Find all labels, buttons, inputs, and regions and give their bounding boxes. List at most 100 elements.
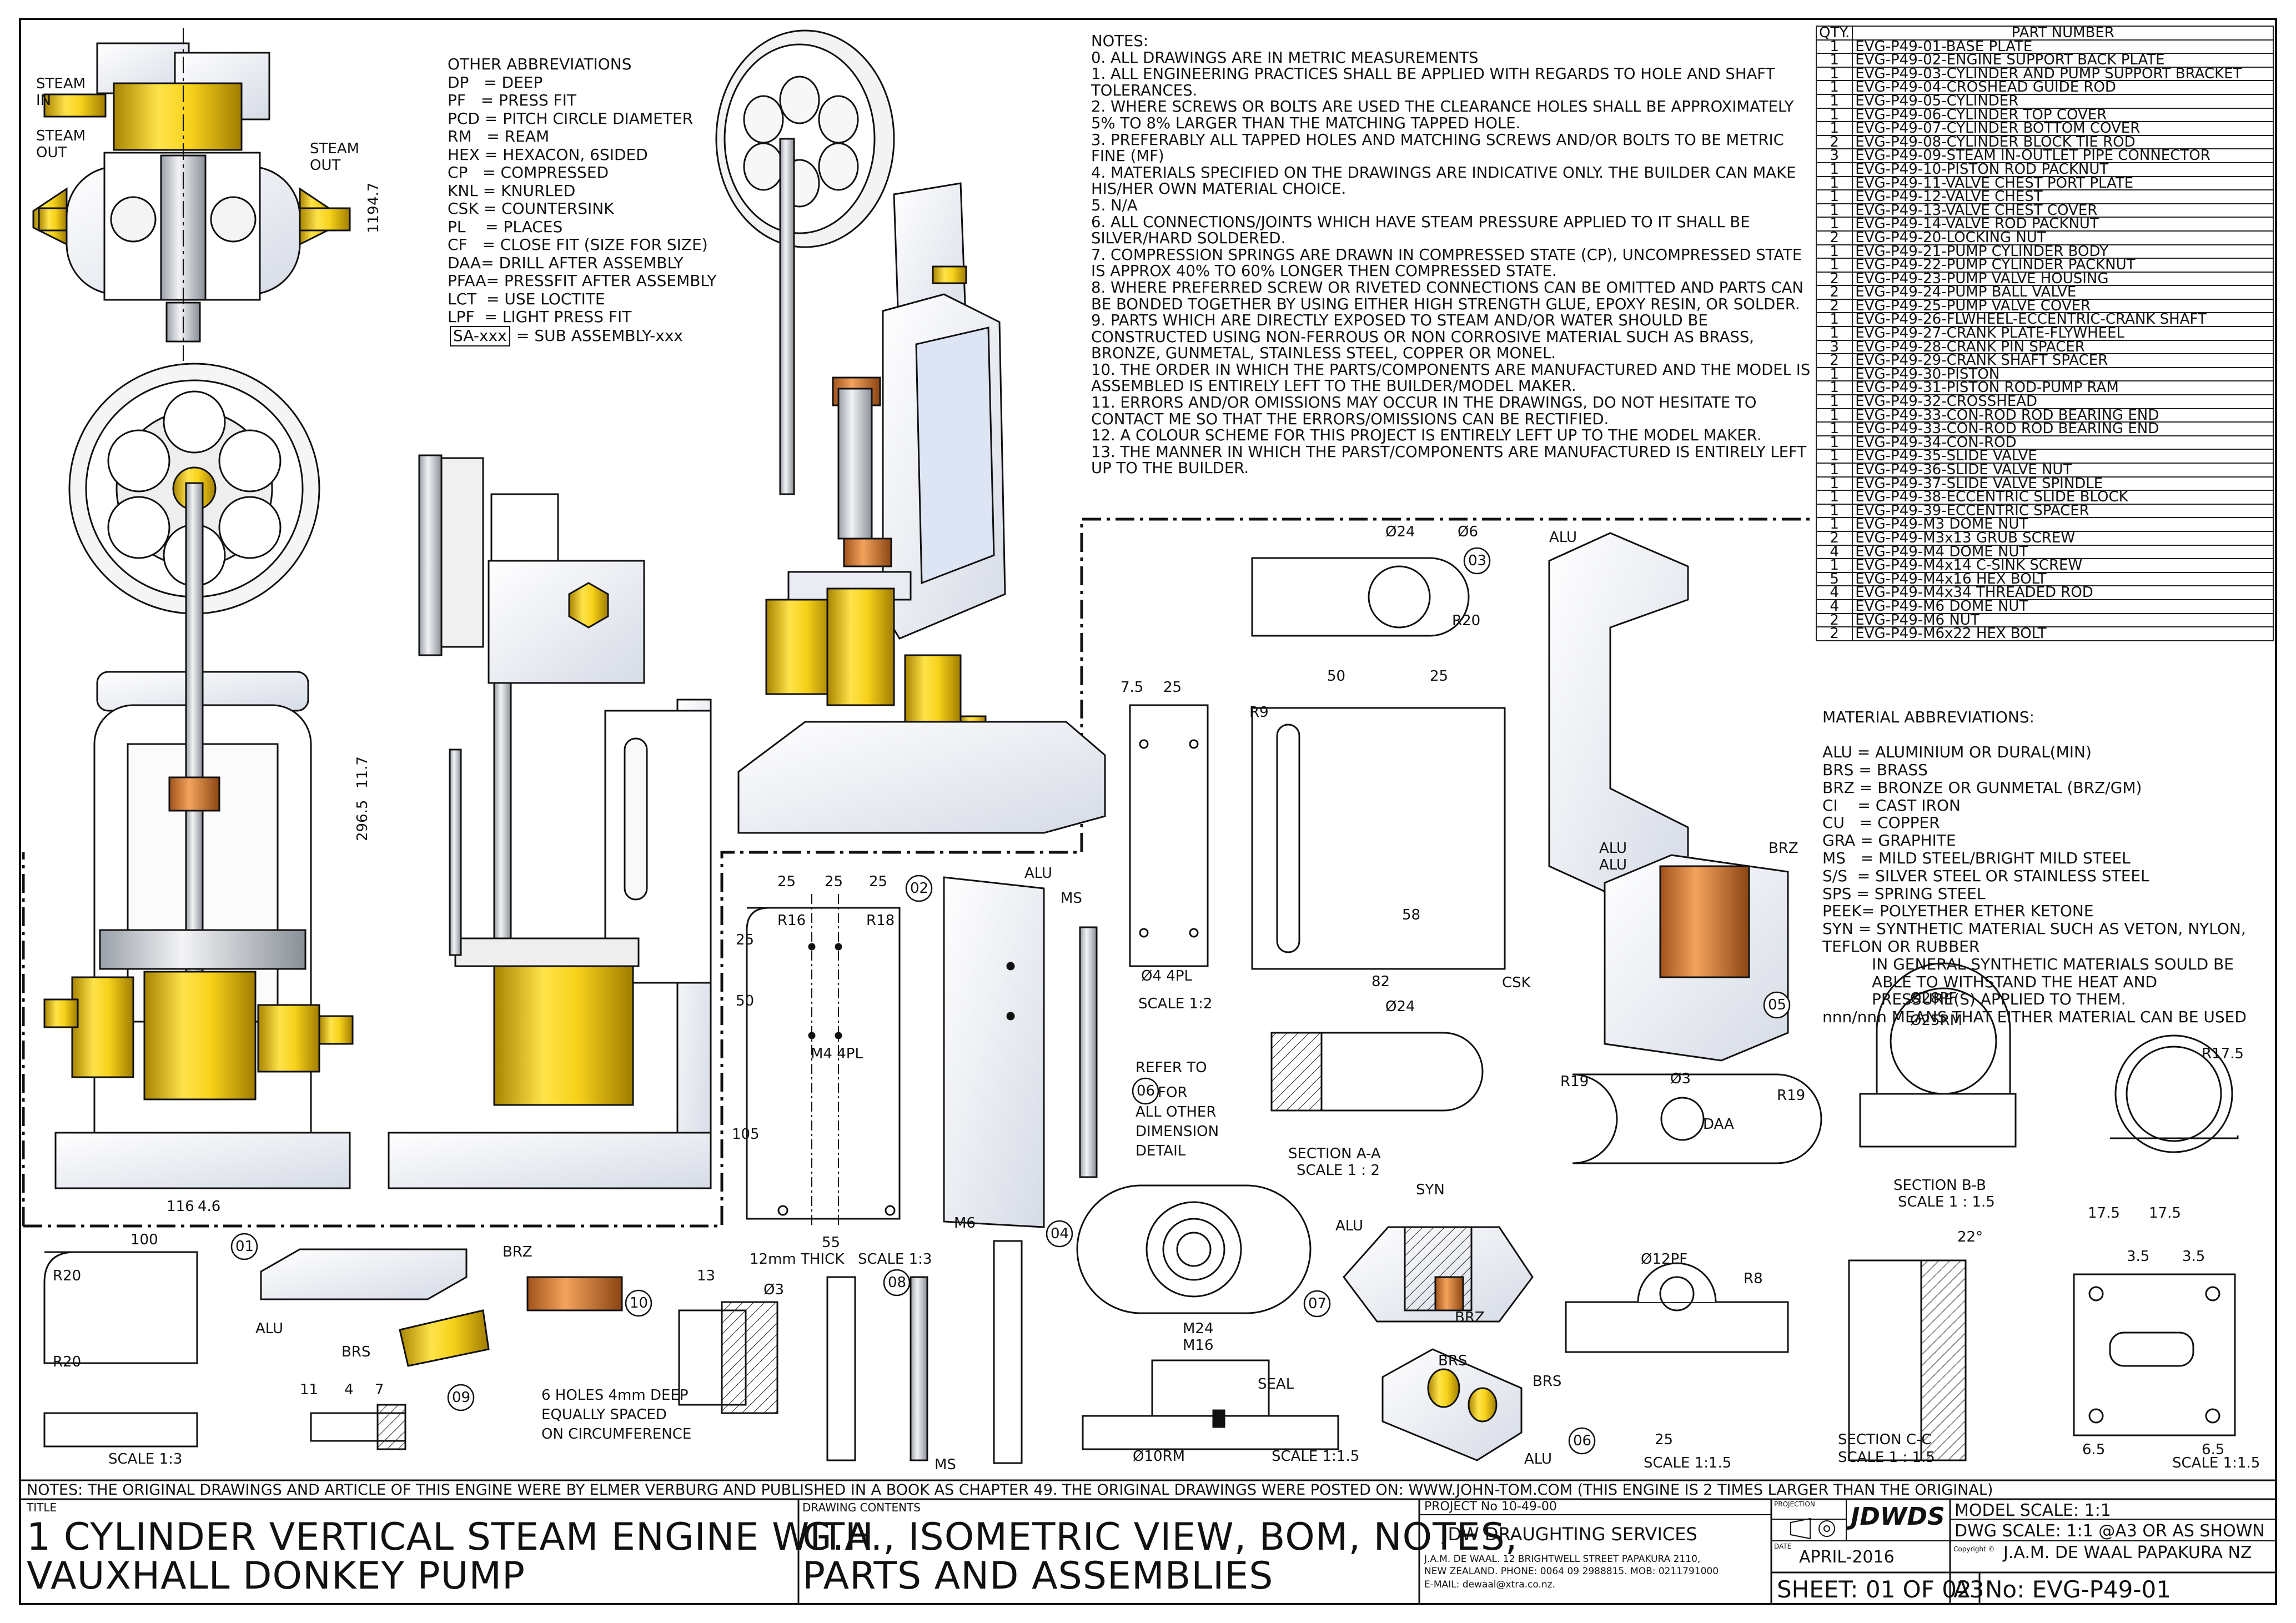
scale-label: SCALE 1:1.5 (1272, 1448, 1360, 1465)
section-aa-scale: SCALE 1 : 2 (1297, 1162, 1380, 1179)
dim-11-7: 11.7 (354, 756, 371, 788)
title-line-1: 1 CYLINDER VERTICAL STEAM ENGINE WITH (27, 1515, 875, 1559)
material-callout: ALU (255, 1320, 284, 1337)
dim-label: 25 (1430, 668, 1449, 685)
material-callout: ALU (1549, 529, 1577, 546)
steam-out-left-label-2: OUT (36, 144, 67, 161)
bom-part-number: EVG-P49-25-PUMP VALVE COVER (1852, 298, 2274, 314)
balloon-01: 01 (235, 1238, 254, 1255)
bom-part-number: EVG-P49-11-VALVE CHEST PORT PLATE (1852, 175, 2274, 191)
dim-label: 105 (732, 1126, 760, 1143)
sheet-number: SHEET: 01 OF 02 (1777, 1576, 1972, 1603)
general-notes: NOTES: 0. ALL DRAWINGS ARE IN METRIC MEA… (1091, 33, 1816, 477)
steam-in-label-2: IN (36, 92, 52, 109)
bom-part-number: EVG-P49-26-FLWHEEL-ECCENTRIC-CRANK SHAFT (1852, 312, 2274, 328)
parts-04-08-10 (678, 1240, 1023, 1464)
dim-label: 7.5 (1121, 679, 1144, 696)
dim-label: 50 (736, 993, 755, 1009)
dim-label: R20 (53, 1268, 82, 1284)
note-item: 12. A COLOUR SCHEME FOR THIS PROJECT IS … (1091, 426, 1762, 445)
material-callout: ALU (1024, 865, 1053, 882)
material-abbreviation-line: CU = COPPER (1822, 813, 1940, 832)
abbreviation-line: KNL = KNURLED (448, 182, 576, 200)
abbreviation-line: DAA= DRILL AFTER ASSEMBLY (448, 254, 684, 272)
note-item: 6. ALL CONNECTIONS/JOINTS WHICH HAVE STE… (1091, 213, 1750, 248)
scale-label: SCALE 1:2 (1138, 996, 1213, 1012)
bom-qty: 1 (1815, 203, 1853, 218)
dim-116: 116 (167, 1198, 194, 1215)
bom-qty: 1 (1815, 394, 1853, 409)
dim-label: 25 (825, 873, 843, 890)
note-item: 2. WHERE SCREWS OR BOLTS ARE USED THE CL… (1091, 98, 1794, 132)
balloon-05: 05 (1768, 997, 1787, 1013)
material-callout: ALU (1524, 1451, 1553, 1468)
iso-assembly (715, 29, 1106, 834)
bom-qty: 2 (1815, 230, 1853, 245)
dim-label: Ø28PF (1910, 990, 1957, 1007)
balloon-06-ref: 06 (1137, 1083, 1155, 1099)
dim-label: 25 (736, 932, 755, 948)
material-abbreviation-line: IN GENERAL SYNTHETIC MATERIALS SOULD BE (1822, 954, 2234, 973)
bom-part-number: EVG-P49-35-SLIDE VALVE (1852, 449, 2274, 464)
bom-part-number: EVG-P49-27-CRANK PLATE-FLYWHEEL (1852, 326, 2274, 341)
dim-label: R20 (53, 1354, 82, 1370)
bom-part-number: EVG-P49-32-CROSSHEAD (1852, 394, 2274, 409)
dim-4-7: 4.7 (365, 182, 382, 205)
bom-part-number: EVG-P49-34-CON-ROD (1852, 435, 2274, 450)
refer-label-1: REFER TO (1136, 1059, 1207, 1076)
dim-label: Ø24 (1385, 998, 1415, 1015)
project-number: PROJECT No 10-49-00 (1424, 1500, 1557, 1514)
date-label: DATE (1774, 1542, 1792, 1550)
dim-label: 3.5 (2127, 1248, 2150, 1265)
jdwds-logo: JDWDS (1851, 1503, 1945, 1531)
dim-label: M24 (1183, 1320, 1214, 1337)
company-address-2: NEW ZEALAND. PHONE: 0064 09 2988815. MOB… (1424, 1566, 1719, 1577)
bom-part-number: EVG-P49-29-CRANK SHAFT SPACER (1852, 353, 2274, 368)
dim-296-5: 296.5 (354, 800, 371, 841)
note-item: 4. MATERIALS SPECIFIED ON THE DRAWINGS A… (1091, 163, 1796, 198)
scale-label: SCALE 1:1.5 (1644, 1455, 1732, 1471)
note-item: 0. ALL DRAWINGS ARE IN METRIC MEASUREMEN… (1091, 48, 1479, 67)
drawing-date: APRIL-2016 (1799, 1547, 1895, 1567)
bom-qty: 1 (1815, 121, 1853, 136)
dim-label: R16 (777, 912, 806, 929)
bom-part-number: EVG-P49-M6x22 HEX BOLT (1852, 626, 2274, 641)
note-item: 1. ALL ENGINEERING PRACTICES SHALL BE AP… (1091, 65, 1775, 99)
bom-qty: 1 (1815, 162, 1853, 177)
dim-label: Ø10RM (1133, 1448, 1185, 1465)
material-abbreviation-line: SPS = SPRING STEEL (1822, 884, 1986, 903)
projection-label: PROJECTION (1774, 1500, 1815, 1508)
bom-part-number: EVG-P49-02-ENGINE SUPPORT BACK PLATE (1852, 53, 2274, 68)
bom-qty: 2 (1815, 626, 1853, 641)
material-abbreviations: MATERIAL ABBREVIATIONS: ALU = ALUMINIUM … (1822, 673, 2247, 1026)
note-item: 13. THE MANNER IN WHICH THE PARST/COMPON… (1091, 443, 1807, 478)
note-item: 5. N/A (1091, 196, 1138, 214)
bom-part-number: EVG-P49-33-CON-ROD ROD BEARING END (1852, 408, 2274, 423)
bom-part-number: EVG-P49-M3x13 GRUB SCREW (1852, 530, 2274, 546)
section-aa-label: SECTION A-A (1288, 1145, 1381, 1162)
bom-qty: 1 (1815, 107, 1853, 123)
abbreviations-heading: OTHER ABBREVIATIONS (448, 55, 632, 73)
contents-label: DRAWING CONTENTS (802, 1501, 921, 1514)
material-callout: ALU (1599, 840, 1627, 857)
dim-label: 13 (697, 1268, 716, 1284)
material-callout: CSK (1502, 974, 1531, 991)
dim-label: 25 (777, 873, 796, 890)
dim-label: M6 (954, 1215, 976, 1232)
dim-label: 82 (1371, 973, 1390, 990)
bom-qty: 1 (1815, 558, 1853, 573)
dim-label: R20 (1452, 612, 1481, 629)
company-address-1: J.A.M. DE WAAL. 12 BRIGHTWELL STREET PAP… (1424, 1554, 1701, 1565)
material-abbreviation-line: SYN = SYNTHETIC MATERIAL SUCH AS VETON, … (1822, 919, 2246, 938)
abbreviation-line: DP = DEEP (448, 73, 543, 92)
note-item: 10. THE ORDER IN WHICH THE PARTS/COMPONE… (1091, 360, 1811, 395)
abbreviation-line: PF = PRESS FIT (448, 91, 576, 109)
